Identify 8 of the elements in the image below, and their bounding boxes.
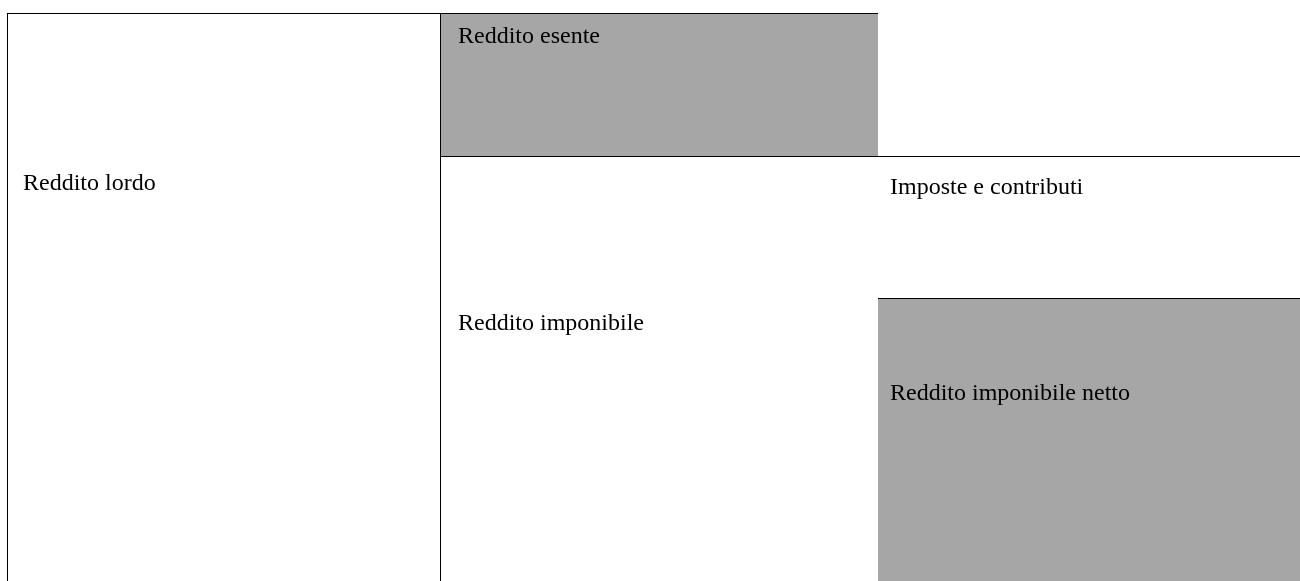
box-label: Reddito imponibile [458,309,644,336]
box-label: Reddito esente [458,22,600,49]
diagram-box [878,298,1300,581]
diagram-box [441,13,878,156]
box-label: Imposte e contributi [890,173,1084,200]
box-label: Reddito imponibile netto [890,379,1130,406]
diagram-box [7,13,441,581]
box-label: Reddito lordo [23,169,156,196]
